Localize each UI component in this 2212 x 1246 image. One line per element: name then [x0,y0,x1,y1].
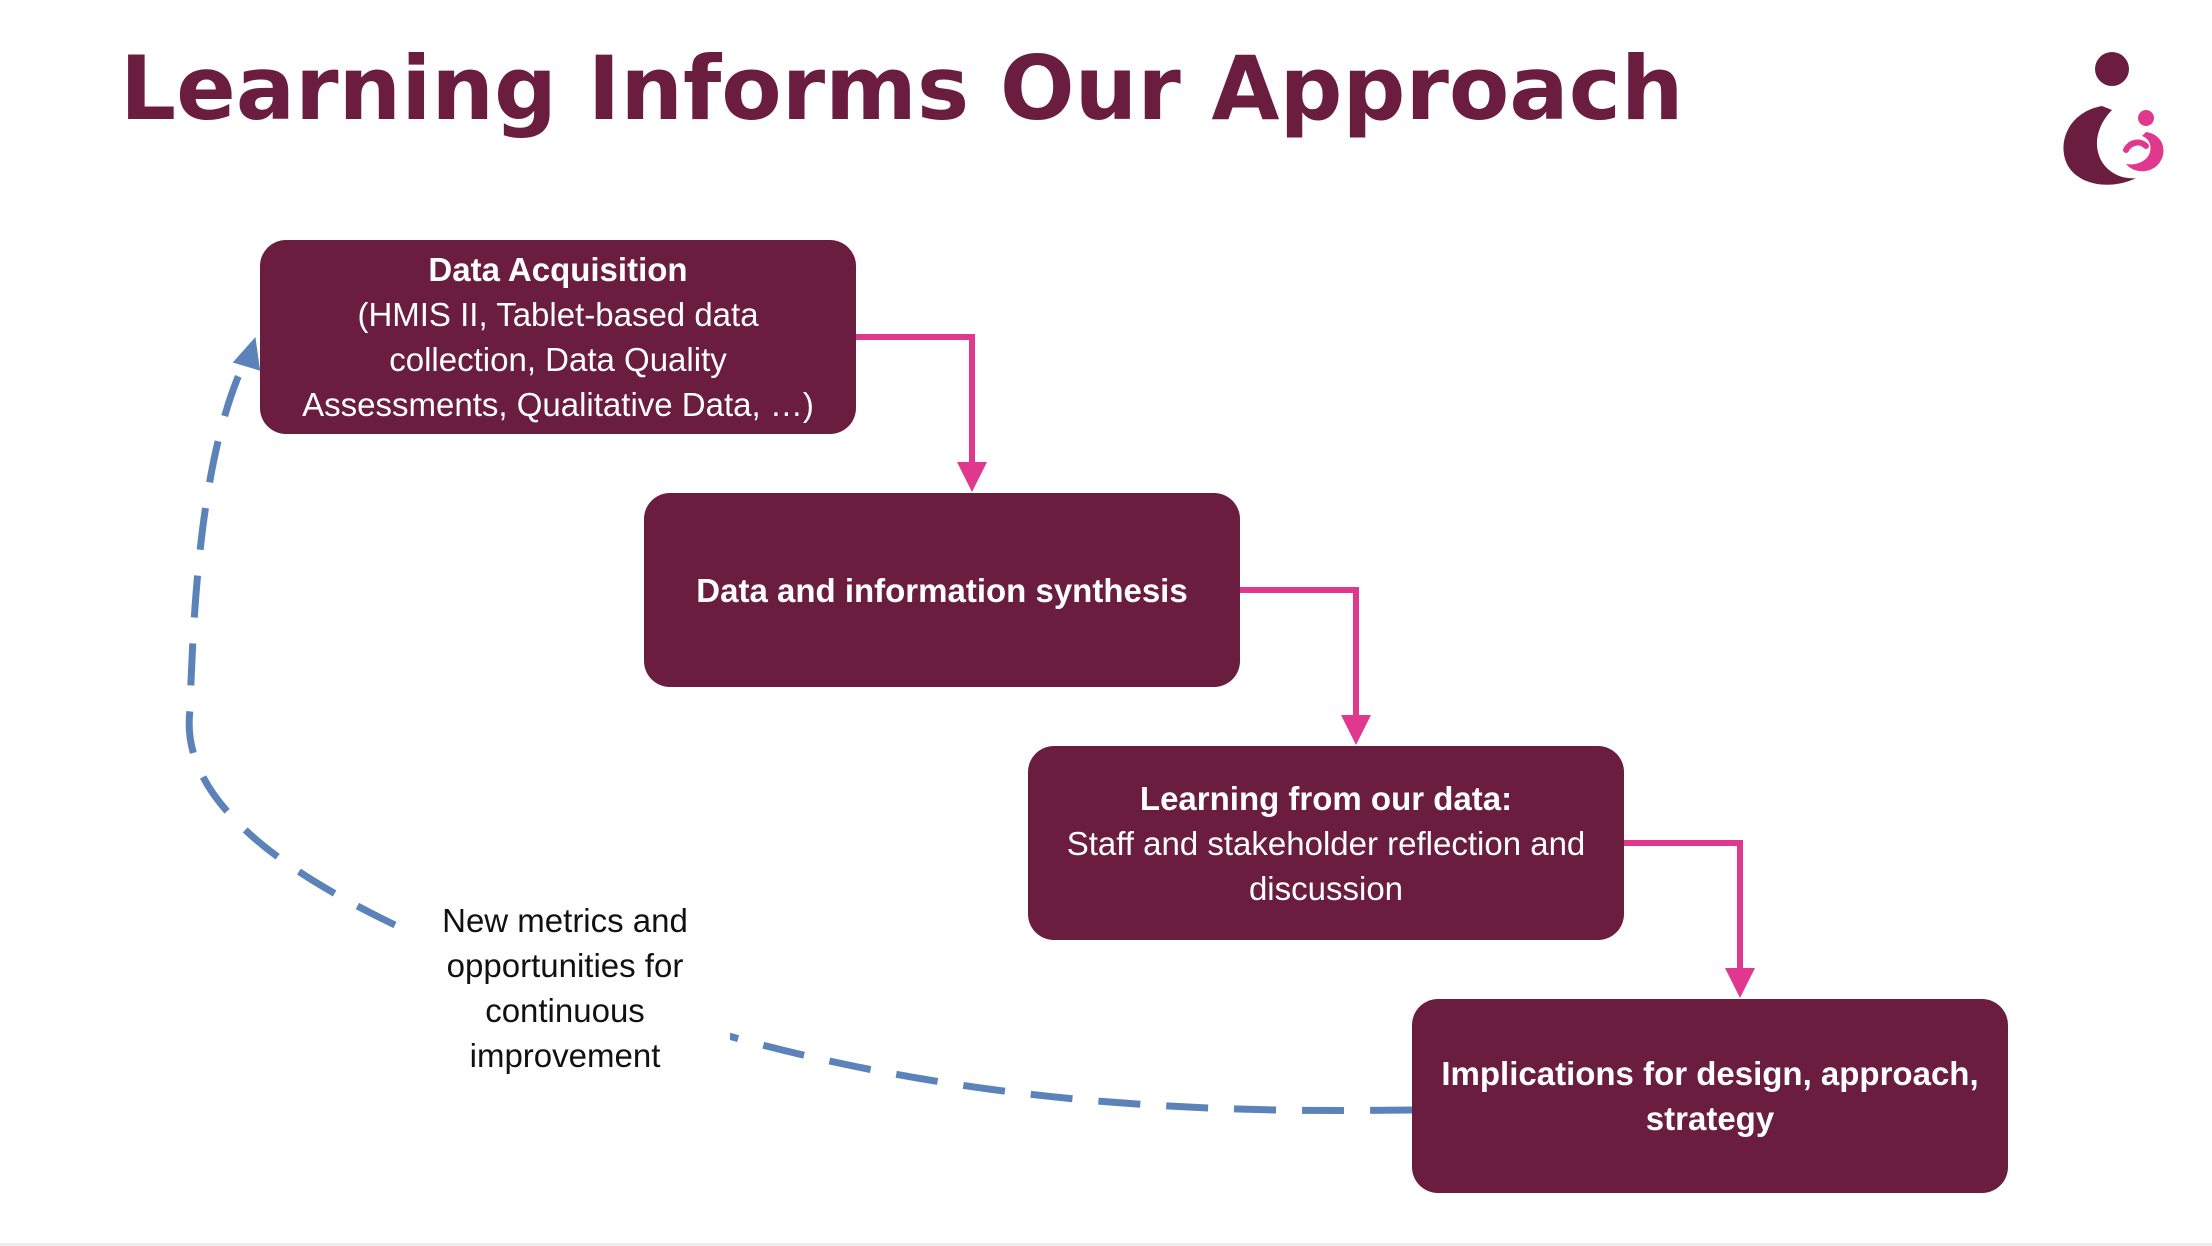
feedback-line: continuous [485,992,645,1029]
elbow-arrow-1 [856,334,987,492]
step-heading: Implications for design, approach, [1441,1055,1979,1092]
step-heading: Learning from our data: [1139,779,1513,817]
step-line: discussion [1248,869,1404,907]
elbow-arrow-2 [1240,587,1371,745]
logo-child-head-mark [2138,110,2154,126]
step-heading: Data and information synthesis [696,571,1188,609]
step-heading: Data Acquisition [428,251,688,288]
step-line: (HMIS II, Tablet-based data [357,296,759,333]
dashed-feedback-loop [185,337,1413,1115]
logo-head-mark [2095,52,2129,86]
step-line: collection, Data Quality [389,341,727,378]
slide-bottom-divider [0,1243,2212,1246]
step-heading-continued: strategy [1645,1100,1775,1137]
step-line: Staff and stakeholder reflection and [1066,824,1586,862]
feedback-line: opportunities for [446,947,684,984]
step-line: Assessments, Qualitative Data, …) [302,386,814,423]
elbow-arrow-3 [1624,840,1755,998]
feedback-line: New metrics and [442,902,688,939]
logo-child-body-mark [2126,132,2164,172]
mother-and-child-logo-icon [2063,52,2164,185]
page-title: Learning Informs Our Approach [120,37,1684,140]
step-implications: Implications for design, approach, strat… [1412,999,2008,1193]
step-data-synthesis: Data and information synthesis [644,493,1240,687]
feedback-loop-label: New metrics and opportunities for contin… [400,898,730,1078]
step-learning-from-data: Learning from our data: Staff and stakeh… [1028,746,1624,940]
logo-body-mark [2063,106,2136,185]
logo-child-arm-mark [2123,139,2149,153]
feedback-line: improvement [469,1037,661,1074]
step-data-acquisition: Data Acquisition (HMIS II, Tablet-based … [260,240,856,434]
